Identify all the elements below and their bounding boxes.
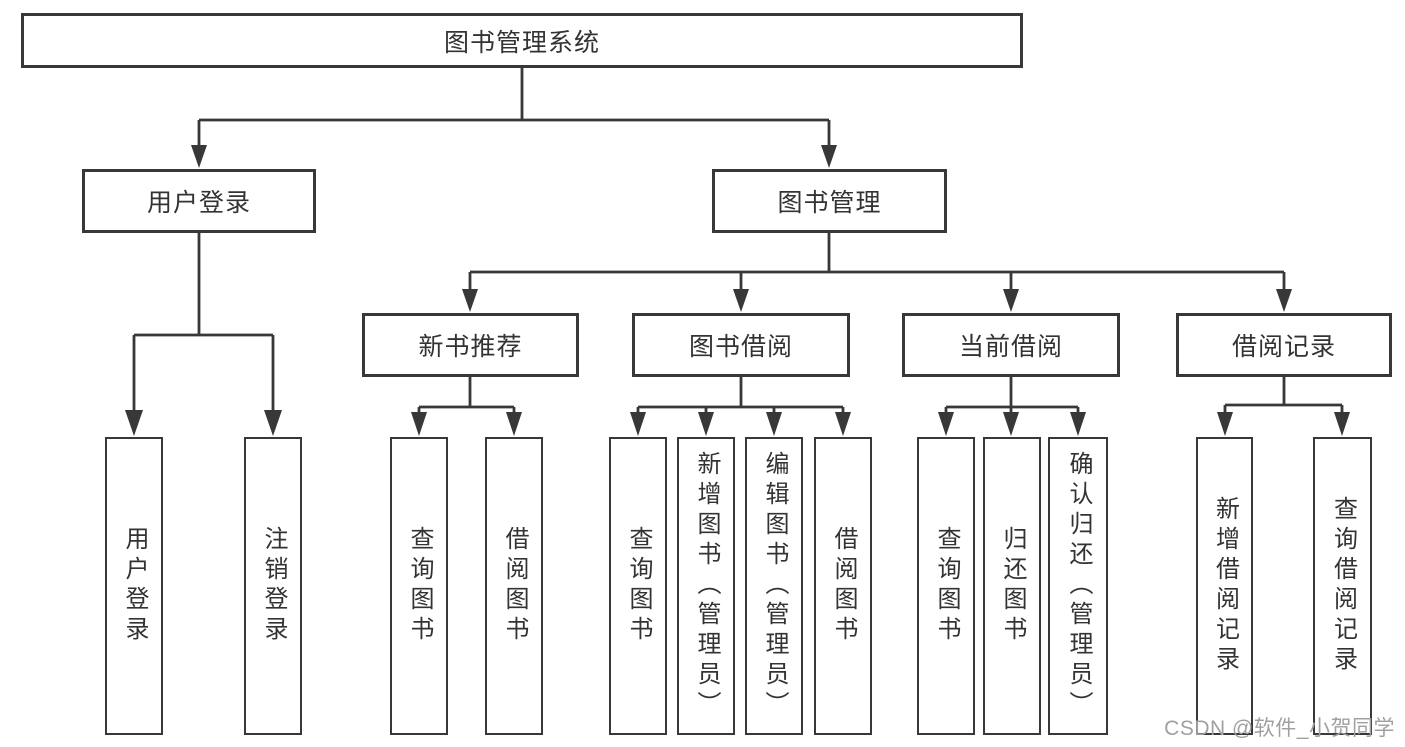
leaf-recommend-borrow-books: 借阅图书 [485,437,543,735]
leaf-current-query-books: 查询图书 [917,437,975,735]
node-borrow-records-label: 借阅记录 [1231,333,1336,361]
leaf-query-borrow-record: 查询借阅记录 [1313,437,1372,735]
arrowhead-icons [125,145,1350,436]
node-new-book-recommend-label: 新书推荐 [418,333,523,361]
leaf-user-login-label: 用户登录 [121,526,148,646]
leaf-confirm-return-admin-label: 确认归还（管理员） [1065,451,1092,721]
leaf-edit-book-admin-label: 编辑图书（管理员） [761,451,788,721]
node-book-borrow-label: 图书借阅 [688,333,793,361]
node-root: 图书管理系统 [21,13,1023,68]
leaf-recommend-query-books-label: 查询图书 [406,526,433,646]
node-book-borrow: 图书借阅 [632,313,850,377]
node-book-management-label: 图书管理 [777,189,882,217]
leaf-add-book-admin-label: 新增图书（管理员） [693,451,720,721]
leaf-query-borrow-record-label: 查询借阅记录 [1329,496,1357,676]
leaf-borrow-query-books-label: 查询图书 [625,526,652,646]
leaf-logout: 注销登录 [244,437,302,735]
leaf-confirm-return-admin: 确认归还（管理员） [1048,437,1108,735]
leaf-edit-book-admin: 编辑图书（管理员） [745,437,803,735]
node-borrow-records: 借阅记录 [1176,313,1392,377]
leaf-return-book: 归还图书 [983,437,1041,735]
leaf-add-borrow-record: 新增借阅记录 [1196,437,1253,735]
node-new-book-recommend: 新书推荐 [362,313,579,377]
node-current-borrow-label: 当前借阅 [958,333,1063,361]
leaf-return-book-label: 归还图书 [999,526,1026,646]
node-root-label: 图书管理系统 [443,28,600,57]
node-user-login-label: 用户登录 [146,189,251,217]
node-current-borrow: 当前借阅 [902,313,1120,377]
leaf-current-query-books-label: 查询图书 [933,526,960,646]
watermark-text: CSDN @软件_小贺同学 [1164,717,1395,740]
leaf-logout-label: 注销登录 [260,526,287,646]
node-user-login: 用户登录 [82,169,316,233]
leaf-borrow-query-books: 查询图书 [609,437,667,735]
leaf-user-login: 用户登录 [105,437,163,735]
leaf-borrow-borrow-books-label: 借阅图书 [830,526,857,646]
leaf-add-borrow-record-label: 新增借阅记录 [1211,496,1239,676]
leaf-recommend-borrow-books-label: 借阅图书 [501,526,528,646]
leaf-add-book-admin: 新增图书（管理员） [677,437,735,735]
leaf-borrow-borrow-books: 借阅图书 [814,437,872,735]
leaf-recommend-query-books: 查询图书 [390,437,448,735]
node-book-management: 图书管理 [712,169,947,233]
